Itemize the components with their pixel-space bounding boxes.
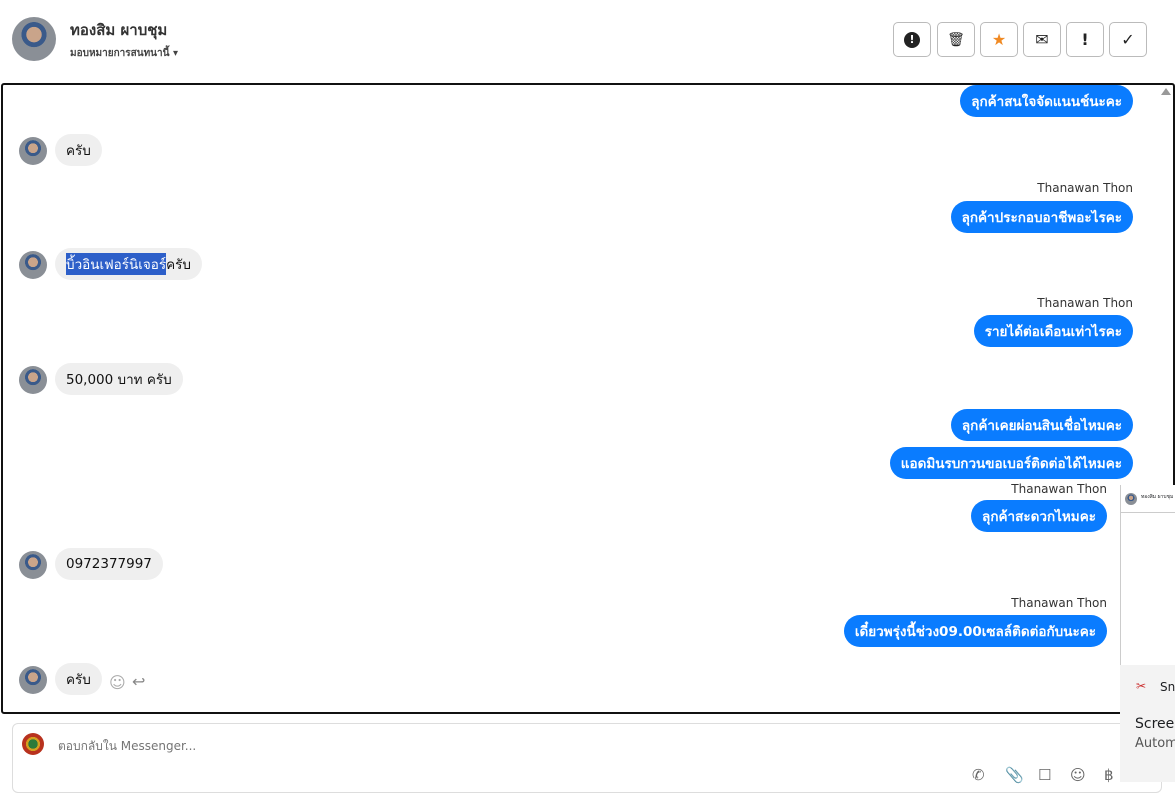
selected-text: บิ้วอินเฟอร์นิเจอร์	[66, 253, 167, 275]
spam-button[interactable]: !	[893, 22, 931, 57]
message-text: ครับ	[166, 257, 191, 273]
alert-circle-icon: !	[904, 31, 920, 48]
message-outgoing: ลุกค้าเคยผ่อนสินเชื่อไหมคะ	[950, 409, 1133, 441]
contact-avatar-small	[19, 137, 47, 165]
exclamation-icon: !	[1081, 30, 1089, 49]
caret-down-icon: ▾	[172, 48, 178, 59]
snipping-tool-notification[interactable]: ✂ Snipping Tool Screenshot copied to cli…	[1120, 665, 1175, 782]
react-smiley-icon[interactable]: ☺	[109, 673, 126, 692]
contact-avatar-small	[19, 666, 47, 694]
message-outgoing: ลุกค้าสนใจจัดแนนช์นะคะ	[960, 85, 1133, 117]
baht-payment-icon[interactable]: ฿	[1104, 766, 1114, 784]
thumbnail-divider	[1121, 512, 1175, 513]
reply-input[interactable]	[58, 739, 658, 753]
scroll-up-arrow[interactable]	[1161, 88, 1171, 95]
message-outgoing: เดี๋ยวพรุ่งนี้ช่วง09.00เซลล์ติดต่อกับนะค…	[843, 615, 1107, 647]
sender-name: Thanawan Thon	[1011, 482, 1107, 496]
sender-name: Thanawan Thon	[1037, 296, 1133, 310]
notification-title: Screenshot copied to clipboard	[1135, 716, 1175, 732]
notification-app-name: Snipping Tool	[1160, 680, 1175, 694]
star-button[interactable]: ★	[980, 22, 1018, 57]
message-outgoing: แอดมินรบกวนขอเบอร์ติดต่อได้ไหมคะ	[889, 447, 1133, 479]
reply-box	[12, 723, 1162, 793]
assign-conversation-dropdown[interactable]: มอบหมายการสนทนานี้ ▾	[70, 46, 178, 61]
message-incoming: ครับ	[55, 134, 102, 166]
follow-up-button[interactable]: !	[1066, 22, 1104, 57]
sender-name: Thanawan Thon	[1037, 181, 1133, 195]
message-outgoing: ลุกค้าสะดวกไหมคะ	[971, 500, 1107, 532]
contact-avatar-small	[19, 366, 47, 394]
message-incoming: 0972377997	[55, 548, 163, 580]
message-incoming: 50,000 บาท ครับ	[55, 363, 183, 395]
snipping-tool-icon: ✂	[1136, 679, 1147, 693]
saved-reply-icon[interactable]: ☐	[1038, 766, 1052, 784]
mail-open-icon: ✉	[1035, 30, 1049, 49]
trash-icon: 🗑	[947, 31, 965, 48]
emoji-icon[interactable]: ☺	[1070, 766, 1086, 784]
thumbnail-name: ทองสิม ผาบชุม	[1141, 494, 1174, 500]
contact-avatar-small	[19, 551, 47, 579]
notification-subtitle: Automatically saved to screenshots folde…	[1135, 736, 1175, 751]
message-incoming: ครับ	[55, 663, 102, 695]
contact-name: ทองสิม ผาบชุม	[70, 21, 168, 39]
assign-label: มอบหมายการสนทนานี้	[70, 48, 170, 59]
sender-name: Thanawan Thon	[1011, 596, 1107, 610]
attachment-icon[interactable]: 📎	[1005, 766, 1024, 784]
contact-avatar	[12, 17, 56, 61]
check-icon: ✓	[1121, 30, 1135, 49]
phone-icon[interactable]: ✆	[972, 766, 985, 784]
thumbnail-avatar	[1125, 493, 1137, 505]
message-outgoing: ลุกค้าประกอบอาชีพอะไรคะ	[950, 201, 1133, 233]
done-button[interactable]: ✓	[1109, 22, 1147, 57]
contact-avatar-small	[19, 251, 47, 279]
star-icon: ★	[991, 30, 1007, 49]
page-avatar	[22, 733, 44, 755]
message-incoming: บิ้วอินเฟอร์นิเจอร์ครับ	[55, 248, 202, 280]
delete-button[interactable]: 🗑	[937, 22, 975, 57]
message-thread: ลุกค้าสนใจจัดแนนช์นะคะ ครับ Thanawan Tho…	[1, 83, 1175, 714]
reply-arrow-icon[interactable]: ↩	[132, 672, 146, 691]
mark-unread-button[interactable]: ✉	[1023, 22, 1061, 57]
message-outgoing: รายได้ต่อเดือนเท่าไรคะ	[973, 315, 1133, 347]
